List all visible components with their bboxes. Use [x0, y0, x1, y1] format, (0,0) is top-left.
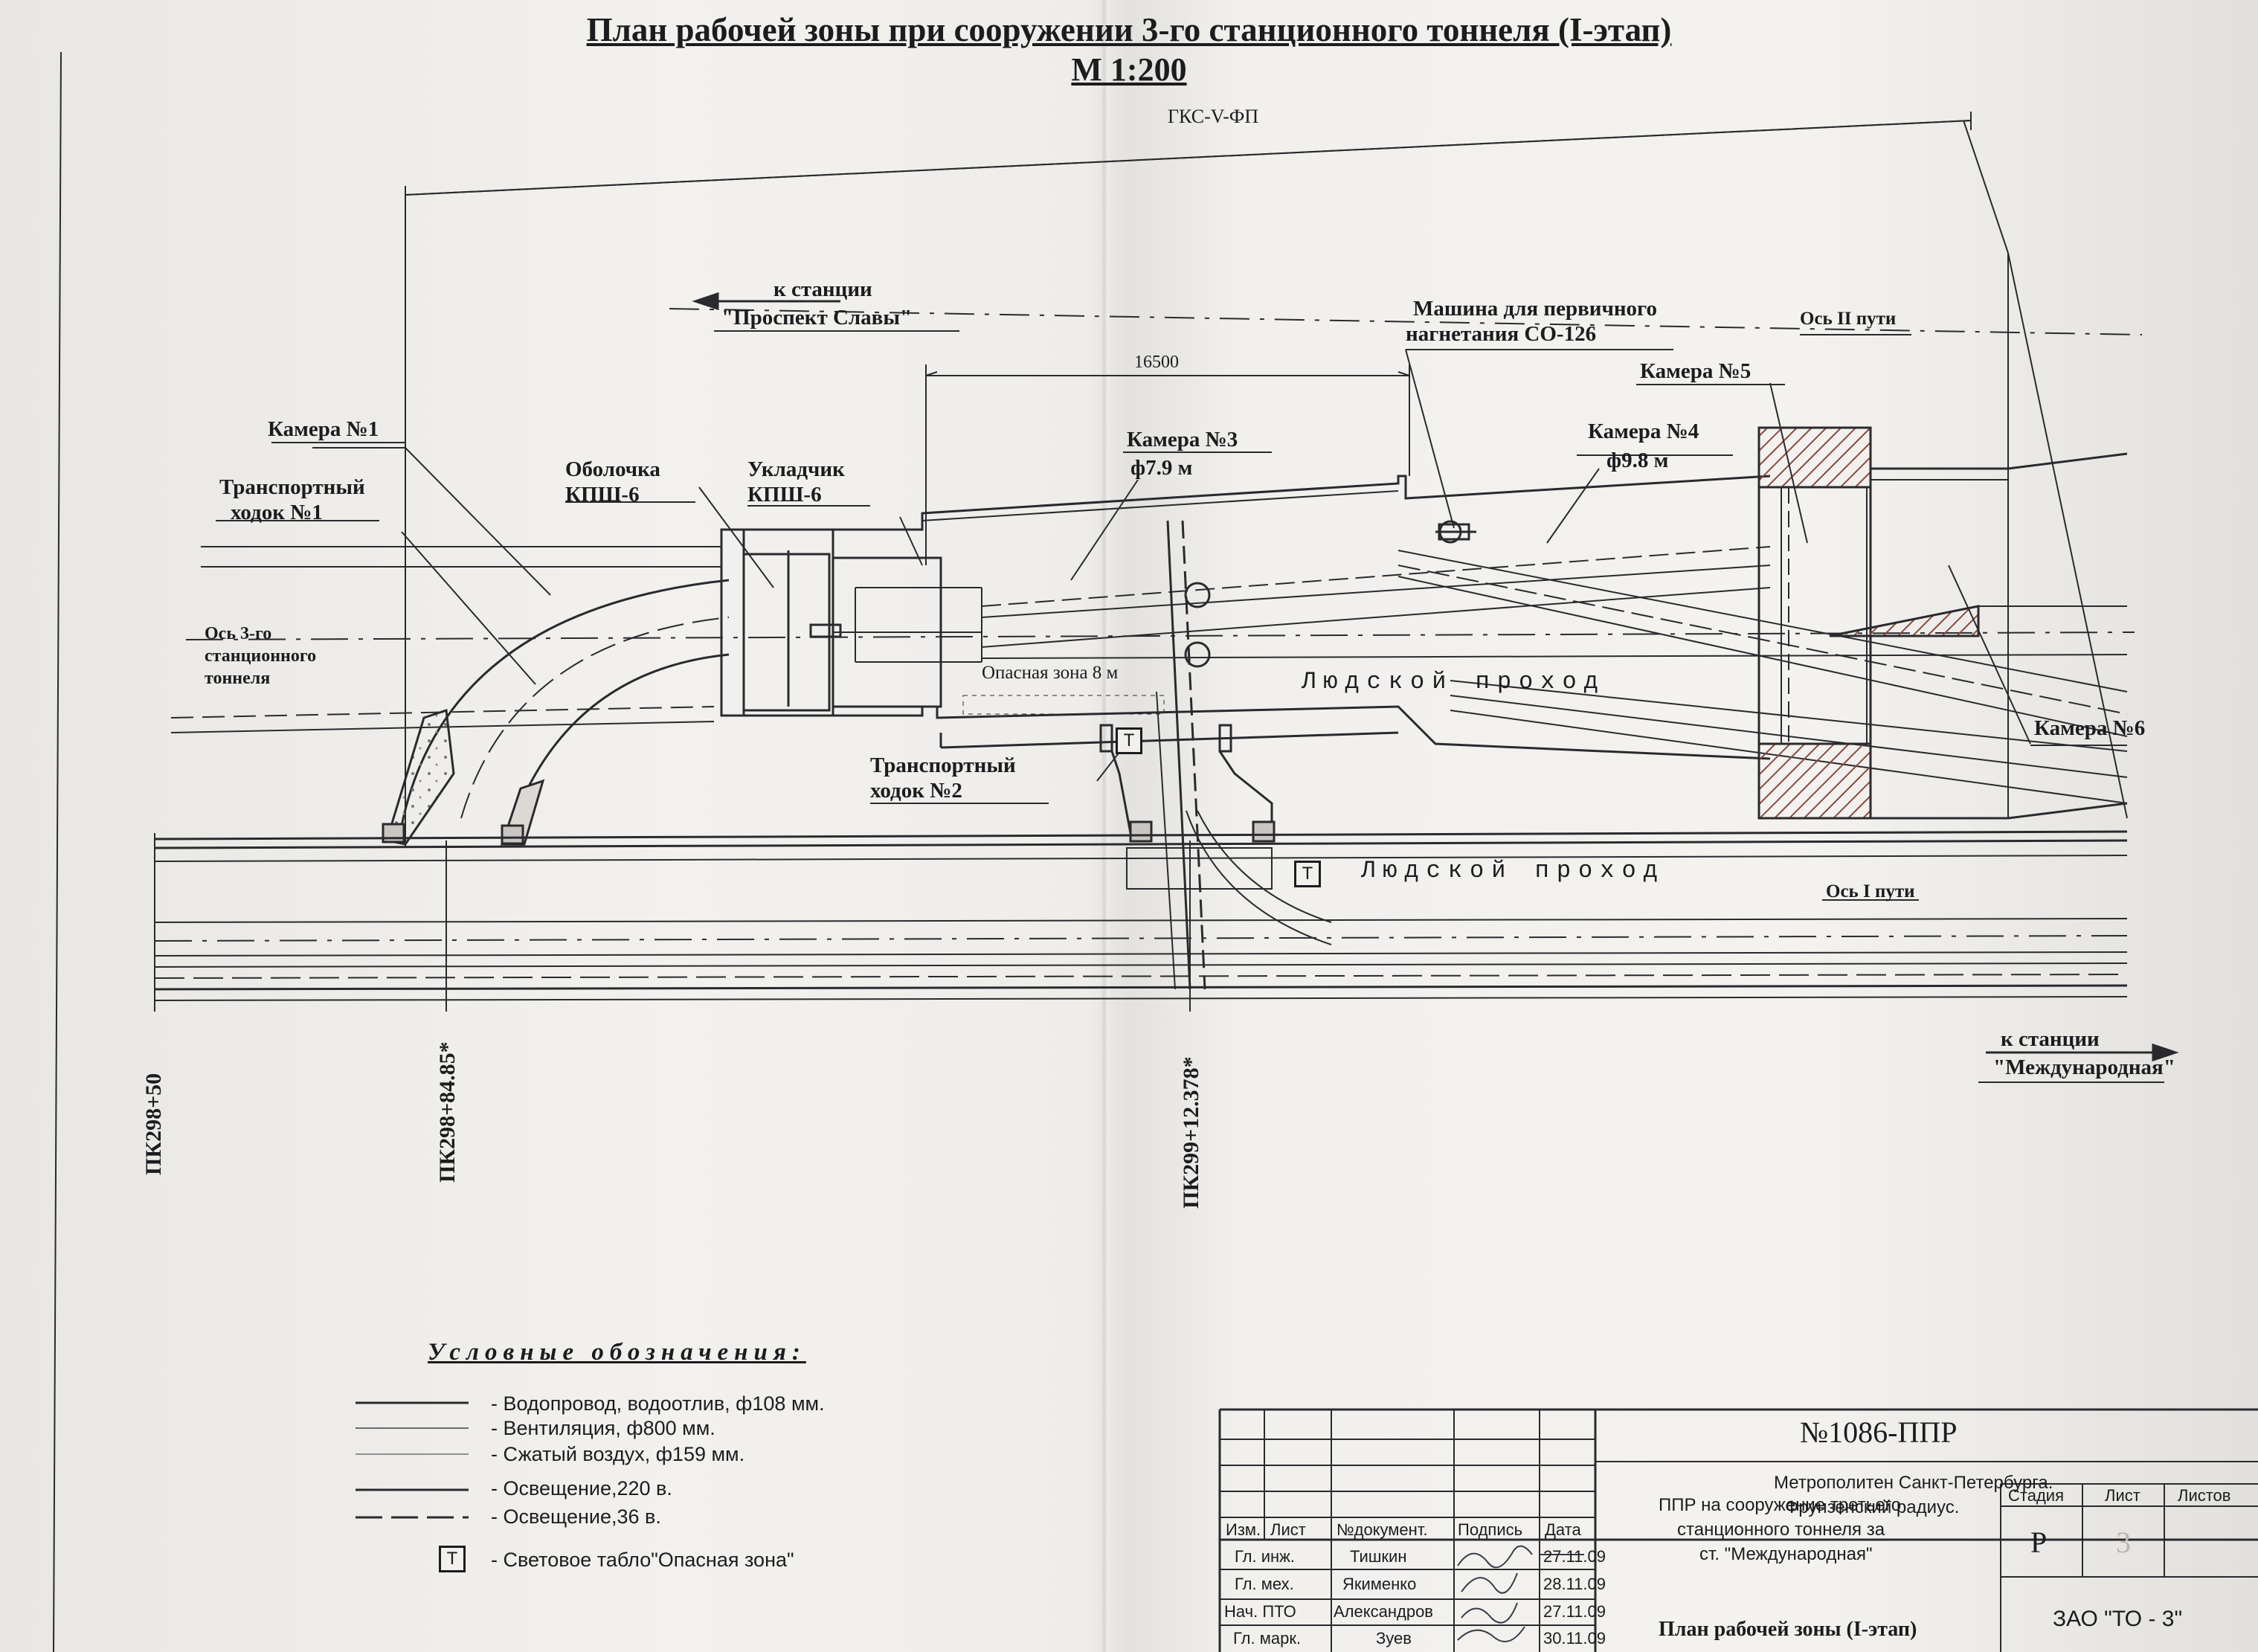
tb-name-1: Якименко — [1342, 1575, 1417, 1593]
tb-name-3: Зуев — [1376, 1629, 1412, 1648]
injection-machine-symbol — [1435, 520, 1476, 544]
tb-role-1: Гл. мех. — [1235, 1575, 1294, 1593]
people-pass-lower: Людской проход — [1361, 857, 1665, 884]
chamber-5-walls — [1757, 253, 2128, 820]
axis-2-line — [669, 308, 2143, 335]
axis-3-line — [185, 631, 2135, 640]
to-station-left-line2: "Проспект Славы" — [721, 306, 913, 330]
legend-item-air: - Сжатый воздух, ф159 мм. — [491, 1443, 745, 1465]
tb-date-2: 27.11.09 — [1543, 1602, 1606, 1621]
dimension-16500-label: 16500 — [1134, 353, 1179, 372]
tb-role-3: Гл. марк. — [1233, 1629, 1302, 1648]
chamber-4-diameter: ф9.8 м — [1606, 449, 1669, 472]
paper-fold — [1101, 0, 1111, 1652]
legend-item-sign: - Световое табло"Опасная зона" — [491, 1549, 794, 1571]
arrow-left — [692, 292, 840, 311]
drawing-scale: М 1:200 — [1071, 51, 1187, 88]
sheets-header: Листов — [2178, 1486, 2231, 1505]
legend-item-light-220: - Освещение,220 в. — [491, 1477, 672, 1500]
sheet-border-left — [53, 51, 62, 1652]
layer-label-line2: КПШ-6 — [747, 483, 822, 507]
tb-name-2: Александров — [1334, 1602, 1433, 1621]
tb-header-change: Изм. — [1226, 1520, 1261, 1539]
legend-item-ventilation: - Вентиляция, ф800 мм. — [491, 1417, 715, 1439]
axis-3-line1: Ось 3-го — [205, 624, 272, 643]
tb-date-3: 30.11.09 — [1543, 1629, 1606, 1648]
axis-3-line2: станционного — [205, 646, 317, 666]
tb-name-0: Тишкин — [1350, 1547, 1407, 1566]
project-line3: ст. "Международная" — [1699, 1544, 1873, 1564]
stage-header: Стадия — [2008, 1486, 2064, 1505]
tb-role-0: Гл. инж. — [1235, 1547, 1296, 1566]
legend-line-samples — [356, 1401, 469, 1519]
project-line1: ППР на сооружение третьего — [1659, 1495, 1902, 1515]
main-tunnel-lines — [154, 830, 2128, 1001]
transport-2-line2: ходок №2 — [870, 779, 962, 803]
shell-label-line1: Оболочка — [565, 457, 660, 481]
tb-date-1: 28.11.09 — [1543, 1575, 1606, 1593]
pk-298-50: ПК298+50 — [141, 1073, 166, 1175]
doc-number: №1086-ППР — [1800, 1415, 1958, 1449]
danger-zone-pipes — [962, 520, 1211, 990]
drawing-title: План рабочей зоны при сооружении 3-го ст… — [586, 11, 1672, 48]
danger-zone-sign-upper: Т — [1116, 727, 1142, 754]
to-station-right-line2: "Международная" — [1993, 1055, 2175, 1079]
org-line2: Фрунзенский радиус. — [1785, 1497, 1960, 1517]
stage-value: Р — [2030, 1526, 2048, 1559]
layer-label-line1: Укладчик — [747, 457, 845, 481]
project-line2: станционного тоннеля за — [1677, 1520, 1885, 1540]
signature-scribbles — [1457, 1545, 1584, 1642]
sheet-title: План рабочей зоны (I-этап) — [1659, 1618, 1917, 1641]
chamber-1-label: Камера №1 — [268, 417, 379, 441]
transport-2-line1: Транспортный — [870, 753, 1016, 777]
to-station-left-line1: к станции — [773, 277, 872, 301]
legend-title: Условные обозначения: — [428, 1339, 806, 1366]
to-station-right-line1: к станции — [2001, 1027, 2100, 1051]
people-pass-upper: Людской проход — [1302, 668, 1606, 695]
pk-marks — [154, 833, 1191, 1012]
arrow-right — [1986, 1043, 2179, 1062]
tbm-shell — [720, 528, 982, 717]
tb-header-doc: №документ. — [1337, 1520, 1428, 1539]
danger-zone-label: Опасная зона 8 м — [982, 663, 1119, 683]
axis-1-label: Ось I пути — [1826, 881, 1915, 901]
machine-label-line1: Машина для первичного — [1413, 297, 1657, 321]
chamber-1-curve — [382, 579, 730, 846]
dimension-16500 — [925, 364, 1410, 565]
transport-1-line1: Транспортный — [219, 475, 365, 499]
shell-label-line2: КПШ-6 — [565, 483, 640, 507]
pk-299-12: ПК299+12.378* — [1179, 1056, 1203, 1209]
gks-label: ГКС-V-ФП — [1168, 106, 1259, 127]
sheet-header: Лист — [2105, 1486, 2140, 1505]
axis-3-line3: тоннеля — [205, 669, 271, 688]
legend-item-water: - Водопровод, водоотлив, ф108 мм. — [491, 1392, 825, 1415]
org-line1: Метрополитен Санкт-Петербурга. — [1774, 1473, 2053, 1493]
gks-dimension — [405, 112, 2128, 848]
label-underlines — [216, 330, 2164, 1083]
chamber-3-4-outline — [833, 475, 1771, 760]
tb-date-0: 27.11.09 — [1543, 1547, 1606, 1566]
title-block-grid — [1218, 1408, 2258, 1652]
tb-role-2: Нач. ПТО — [1224, 1602, 1296, 1621]
chamber-6-label: Камера №6 — [2034, 716, 2146, 740]
danger-zone-sign-lower: Т — [1294, 861, 1321, 887]
company-name: ЗАО "ТО - 3" — [2053, 1607, 2183, 1631]
tb-header-sheet: Лист — [1270, 1520, 1306, 1539]
chamber-3-diameter: ф7.9 м — [1130, 456, 1193, 480]
chamber-3-label: Камера №3 — [1127, 428, 1238, 451]
axis-2-label: Ось II пути — [1800, 309, 1897, 329]
chamber-5-label: Камера №5 — [1640, 359, 1752, 383]
legend-sign-symbol: Т — [439, 1546, 466, 1572]
pk-298-84: ПК298+84.85* — [435, 1041, 460, 1183]
tb-header-sign: Подпись — [1458, 1520, 1523, 1539]
machine-label-line2: нагнетания СО-126 — [1406, 322, 1597, 346]
leader-lines — [312, 349, 2031, 782]
legend-item-light-36: - Освещение,36 в. — [491, 1505, 661, 1528]
transport-1-line2: ходок №1 — [231, 501, 323, 524]
tb-header-date: Дата — [1545, 1520, 1581, 1539]
sheet-value: 3 — [2116, 1526, 2131, 1559]
chamber-4-label: Камера №4 — [1588, 420, 1699, 443]
